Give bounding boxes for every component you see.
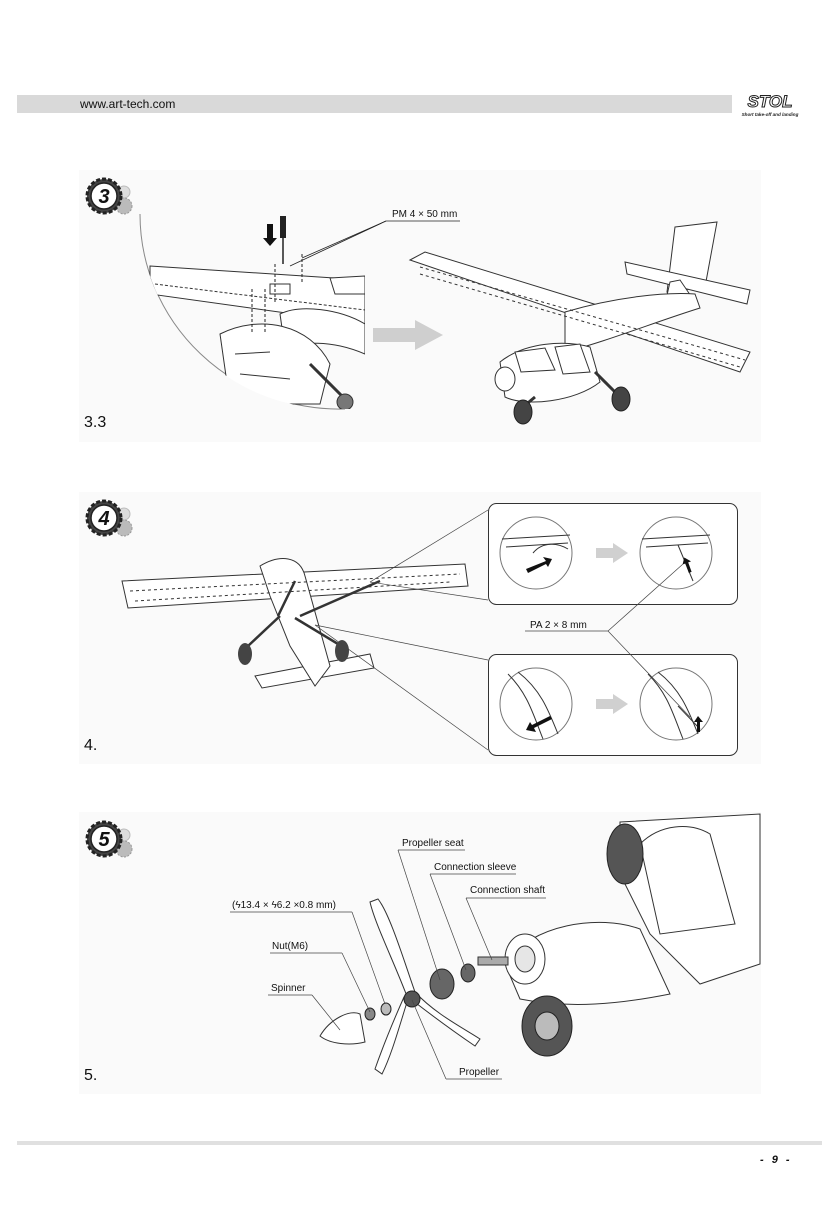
footer-rule — [17, 1141, 822, 1145]
page-number-suffix: - — [786, 1154, 790, 1166]
page-number-prefix: - — [760, 1154, 764, 1166]
page-number: - 9 - — [760, 1154, 790, 1166]
page-number-value: 9 — [772, 1154, 778, 1166]
